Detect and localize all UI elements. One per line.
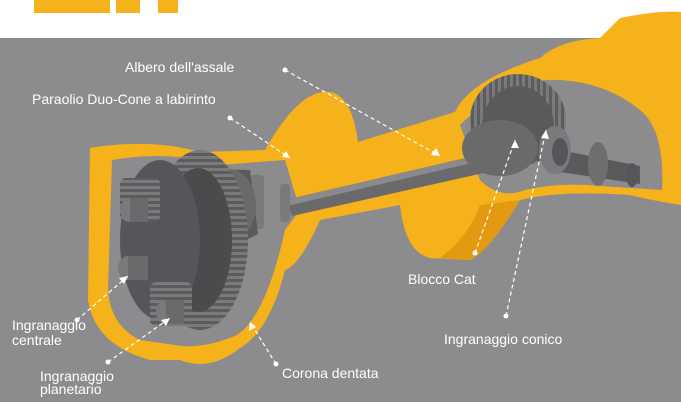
header-tab-1 [34,0,110,13]
label-paraolio-duo-cone: Paraolio Duo-Cone a labirinto [32,91,216,107]
header-tab-3 [158,0,178,13]
label-blocco-cat: Blocco Cat [408,271,476,287]
label-albero-dell-assale: Albero dell'assale [125,59,235,75]
top-band [0,0,681,38]
label-corona-dentata: Corona dentata [282,365,379,381]
housing-shading [440,200,520,260]
label-ingranaggio-centrale: Ingranaggio centrale [12,317,86,348]
header-tab-2 [116,0,140,13]
label-ingranaggio-planetario: Ingranaggio planetario [40,368,114,397]
label-ingranaggio-conico: Ingranaggio conico [444,331,563,347]
